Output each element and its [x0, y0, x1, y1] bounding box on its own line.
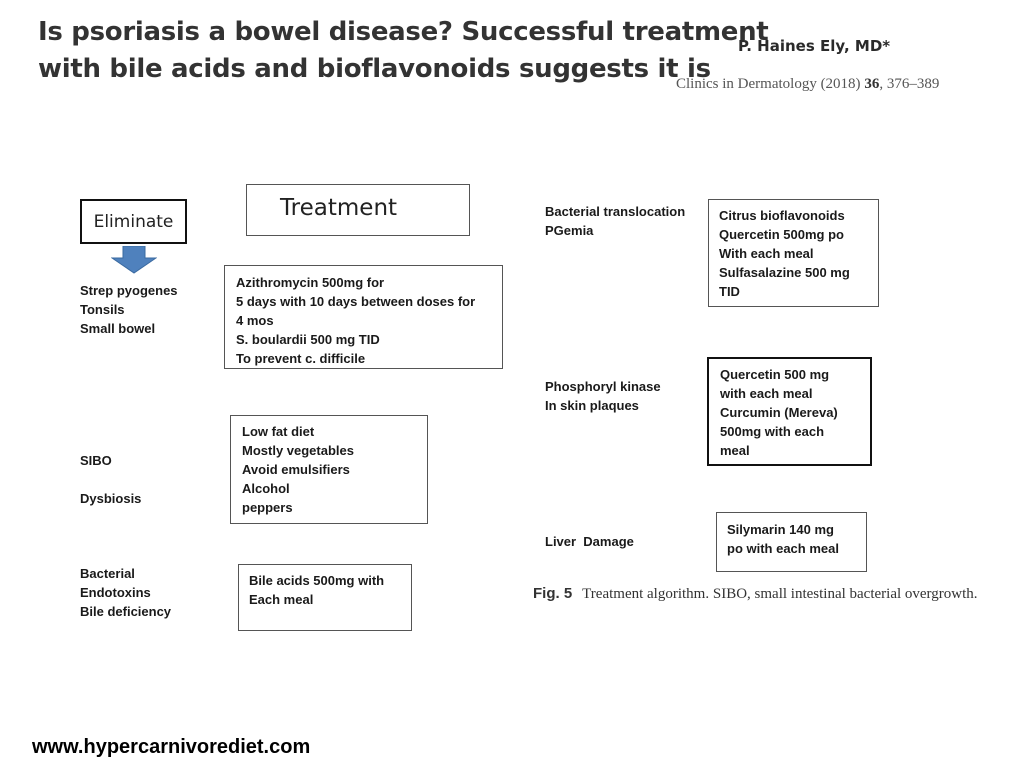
- treatment-line: Citrus bioflavonoids: [719, 208, 845, 223]
- condition-label-translocation: Bacterial translocation PGemia: [545, 202, 685, 240]
- title-line: with bile acids and bioflavonoids sugges…: [38, 54, 711, 84]
- treatment-line: Curcumin (Mereva): [720, 405, 838, 420]
- eliminate-box: Eliminate: [80, 199, 187, 244]
- citation-journal: Clinics in Dermatology (2018): [676, 76, 865, 92]
- treatment-box-bile-acids: Bile acids 500mg with Each meal: [238, 564, 412, 631]
- condition-label-liver: Liver Damage: [545, 532, 634, 551]
- treatment-line: Quercetin 500mg po: [719, 227, 844, 242]
- treatment-line: Quercetin 500 mg: [720, 367, 830, 382]
- citation-pages: , 376–389: [879, 76, 940, 92]
- condition-label-sibo: SIBO Dysbiosis: [80, 451, 141, 508]
- treatment-header-box: Treatment: [246, 184, 470, 236]
- citation-volume: 36: [864, 76, 880, 92]
- treatment-box-bioflavonoids: Citrus bioflavonoids Quercetin 500mg po …: [708, 199, 879, 307]
- condition-label-endotoxins: Bacterial Endotoxins Bile deficiency: [80, 564, 171, 621]
- condition-line: Bacterial translocation: [545, 204, 686, 219]
- treatment-box-quercetin-curcumin: Quercetin 500 mg with each meal Curcumin…: [707, 357, 872, 466]
- figure-caption: Fig. 5 Treatment algorithm. SIBO, small i…: [533, 584, 993, 604]
- treatment-line: Avoid emulsifiers: [242, 462, 350, 477]
- author-name: P. Haines Ely, MD*: [738, 37, 891, 55]
- treatment-line: To prevent c. difficile: [236, 351, 366, 366]
- condition-line: Liver Damage: [545, 534, 634, 549]
- condition-line: [80, 470, 141, 489]
- condition-line: SIBO: [80, 453, 112, 468]
- treatment-box-azithromycin: Azithromycin 500mg for 5 days with 10 da…: [224, 265, 503, 369]
- condition-line: PGemia: [545, 223, 594, 238]
- treatment-box-silymarin: Silymarin 140 mg po with each meal: [716, 512, 867, 572]
- treatment-line: Low fat diet: [242, 424, 315, 439]
- condition-line: Small bowel: [80, 321, 156, 336]
- treatment-line: Azithromycin 500mg for: [236, 275, 385, 290]
- condition-line: In skin plaques: [545, 398, 639, 413]
- treatment-line: with each meal: [720, 386, 813, 401]
- slide-title: Is psoriasis a bowel disease? Successful…: [38, 14, 769, 88]
- treatment-line: meal: [720, 443, 750, 458]
- condition-line: Endotoxins: [80, 585, 151, 600]
- condition-label-strep: Strep pyogenes Tonsils Small bowel: [80, 281, 178, 338]
- condition-line: Tonsils: [80, 302, 125, 317]
- condition-line: Dysbiosis: [80, 491, 142, 506]
- treatment-line: Alcohol: [242, 481, 290, 496]
- condition-label-kinase: Phosphoryl kinase In skin plaques: [545, 377, 661, 415]
- treatment-line: po with each meal: [727, 541, 839, 556]
- condition-line: Strep pyogenes: [80, 283, 178, 298]
- figure-caption-text: Treatment algorithm. SIBO, small intesti…: [582, 586, 978, 602]
- treatment-line: Mostly vegetables: [242, 443, 354, 458]
- treatment-line: 500mg with each: [720, 424, 825, 439]
- condition-line: Bile deficiency: [80, 604, 172, 619]
- website-url: www.hypercarnivorediet.com: [32, 736, 311, 758]
- title-line: Is psoriasis a bowel disease? Successful…: [38, 17, 769, 47]
- figure-number: Fig. 5: [533, 585, 573, 602]
- treatment-line: TID: [719, 284, 740, 299]
- treatment-line: peppers: [242, 500, 293, 515]
- treatment-line: Silymarin 140 mg: [727, 522, 834, 537]
- treatment-line: 5 days with 10 days between doses for: [236, 294, 476, 309]
- treatment-line: Bile acids 500mg with: [249, 573, 385, 588]
- treatment-line: 4 mos: [236, 313, 274, 328]
- condition-line: Phosphoryl kinase: [545, 379, 661, 394]
- treatment-line: Each meal: [249, 592, 314, 607]
- treatment-line: With each meal: [719, 246, 814, 261]
- treatment-line: S. boulardii 500 mg TID: [236, 332, 380, 347]
- condition-line: Bacterial: [80, 566, 135, 581]
- journal-citation: Clinics in Dermatology (2018) 36, 376–38…: [676, 76, 939, 93]
- treatment-line: Sulfasalazine 500 mg: [719, 265, 850, 280]
- treatment-box-diet: Low fat diet Mostly vegetables Avoid emu…: [230, 415, 428, 524]
- down-arrow-icon: [111, 246, 157, 274]
